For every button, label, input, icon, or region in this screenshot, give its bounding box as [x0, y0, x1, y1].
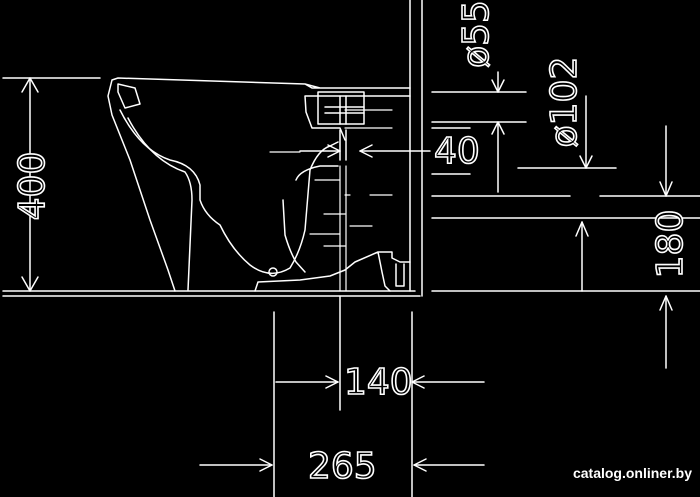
dimension-55-lines — [431, 71, 527, 193]
outlet-pipe — [317, 91, 365, 161]
watermark: catalog.onliner.by — [573, 465, 692, 481]
construction-lines — [269, 109, 393, 292]
seat-rim — [117, 83, 141, 109]
toilet-bowl-outline — [107, 77, 411, 292]
dimension-label-180: 180 — [650, 210, 691, 279]
trap-bottom-detail — [268, 267, 278, 277]
dimension-400-lines — [2, 77, 101, 292]
dimension-label-140: 140 — [344, 362, 413, 403]
dimension-label-400: 400 — [12, 152, 53, 221]
toilet-base — [254, 251, 411, 292]
dimension-40-lines — [299, 127, 471, 175]
dimension-label-40: 40 — [434, 131, 480, 172]
inner-bowl-back — [127, 117, 193, 291]
dimension-140-lines — [273, 295, 485, 497]
dimension-265-lines — [199, 311, 485, 497]
dimension-label-diameter-55: ø55 — [456, 0, 497, 68]
inner-bowl-outline — [119, 109, 339, 274]
dimension-label-265: 265 — [308, 446, 377, 487]
dimension-label-diameter-102: ø102 — [544, 57, 585, 148]
dimension-180-lines — [431, 125, 700, 369]
wall — [409, 0, 423, 297]
trapway — [282, 165, 339, 273]
dimension-102-lines — [431, 95, 700, 219]
